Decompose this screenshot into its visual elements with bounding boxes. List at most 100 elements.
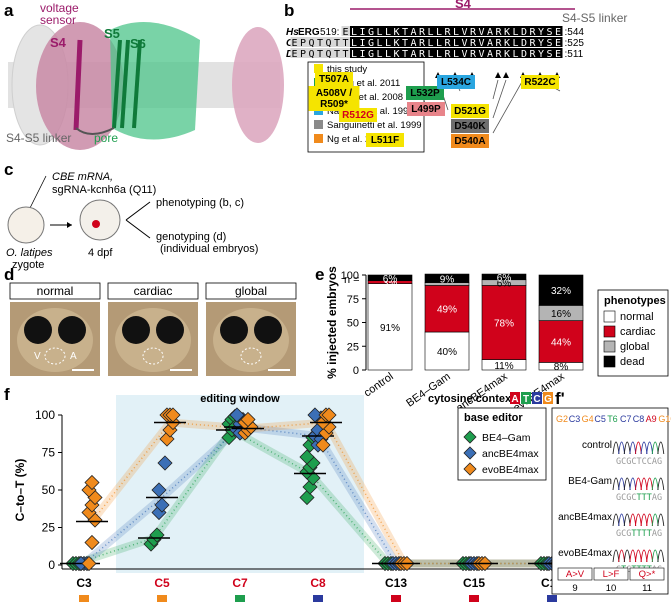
bar-label: 6% — [383, 274, 398, 285]
aa-change-box — [629, 567, 665, 581]
residue: T — [317, 49, 323, 60]
residue: L — [428, 38, 434, 49]
trace-peak — [646, 477, 654, 491]
mutation-label: D540K — [454, 121, 486, 132]
trace-base: T — [647, 529, 652, 539]
voltage-sensor-label: voltage sensor — [40, 1, 82, 27]
s4-helix — [73, 39, 83, 131]
trace-peak — [651, 477, 659, 491]
residue: S — [547, 38, 553, 49]
trace-base: T — [642, 529, 647, 539]
residue-box — [341, 48, 350, 58]
embryo-eye-left — [220, 316, 248, 344]
bar-segment-cardiac — [481, 285, 527, 360]
context-marker — [469, 595, 479, 602]
trace-base: G — [626, 565, 631, 575]
legend-text: normal — [620, 311, 654, 323]
data-point-evoBE4max — [315, 437, 331, 453]
residue: E — [292, 38, 298, 49]
legend-text: evoBE4max — [482, 464, 539, 476]
trace-peak — [657, 549, 665, 563]
linker-label: S4-S5 linker — [6, 131, 71, 145]
trace-peak — [634, 513, 642, 527]
trace-peak — [618, 477, 626, 491]
residue: L — [436, 38, 442, 49]
ventricle-label: V — [34, 351, 41, 362]
data-point-evoBE4max — [240, 411, 256, 428]
trace-base: G — [616, 493, 621, 503]
base-header: C3 — [569, 414, 581, 424]
residue: D — [521, 38, 527, 49]
residue: S — [547, 49, 553, 60]
trace-peak — [629, 441, 637, 455]
bar-label: 78% — [494, 319, 514, 330]
legend-swatch — [314, 134, 323, 143]
conserved-block — [350, 26, 563, 36]
y-tick-label: 100 — [35, 408, 55, 422]
context-marker — [79, 595, 89, 602]
mutation-box — [437, 75, 475, 89]
trace-peak — [640, 513, 648, 527]
residue: R — [445, 38, 452, 49]
trace-base: C — [647, 457, 652, 467]
bar-label: 32% — [551, 286, 571, 297]
end-number: :511 — [565, 49, 584, 60]
legend-swatch — [314, 120, 323, 129]
bar-segment-dead — [538, 274, 584, 306]
channel-illustration: voltage sensor S4 S5 S6 S4-S5 linker por… — [6, 1, 284, 150]
context-letter: A — [511, 394, 518, 405]
base-header: C8 — [633, 414, 645, 424]
trace-base: G — [626, 457, 631, 467]
trace-peak — [623, 441, 631, 455]
trace-base: T — [637, 529, 642, 539]
residue: R — [496, 27, 503, 38]
photo-caption: normal — [37, 284, 74, 298]
n-label: n = — [344, 274, 360, 286]
trace-label: evoBE4max — [558, 548, 612, 559]
trace-peak — [651, 513, 659, 527]
context-marker — [547, 595, 557, 602]
trace-peak — [618, 513, 626, 527]
mutation-box — [406, 86, 444, 100]
residue: R — [470, 49, 477, 60]
residue: D — [521, 49, 527, 60]
bar-segment-cardiac — [424, 285, 470, 333]
trace-peak — [612, 549, 620, 563]
trace-base: G — [626, 493, 631, 503]
linker-segment-label: S4-S5 linker — [562, 11, 627, 25]
x-tick-label: C5 — [154, 576, 170, 590]
residue: L — [351, 27, 357, 38]
trace-peak — [612, 441, 620, 455]
trace-peak — [623, 513, 631, 527]
residue-box — [299, 48, 308, 58]
residue: T — [334, 49, 340, 60]
dpf-label: 4 dpf — [88, 247, 113, 259]
residue: Y — [538, 38, 544, 49]
residue: R — [496, 38, 503, 49]
site-connector — [492, 79, 507, 119]
y-axis-label: C–to–T (%) — [13, 459, 27, 522]
x-tick-label: C7 — [232, 576, 248, 590]
trace-peak — [657, 441, 665, 455]
legend-swatch — [314, 64, 323, 73]
trace-base: C — [621, 457, 626, 467]
panel-label-e: e — [315, 265, 324, 284]
conserved-block — [350, 37, 563, 47]
x-tick-label: C13 — [385, 576, 407, 590]
mutation-label: A508V / — [316, 88, 352, 99]
residue: Q — [326, 49, 332, 60]
residue: L — [377, 27, 383, 38]
aa-change: L>F — [603, 569, 620, 580]
legend-text: Hassel et al. 2008 — [327, 92, 403, 103]
context-marker — [313, 595, 323, 602]
trace-base: T — [637, 493, 642, 503]
y-tick-label: 25 — [42, 521, 56, 535]
residue: V — [479, 27, 485, 38]
panel-label-c: c — [4, 160, 13, 179]
residue: G — [368, 38, 374, 49]
trace-label: ancBE4max — [558, 512, 612, 523]
legend-text: Zhang et al. 2011 — [327, 78, 400, 89]
residue: I — [360, 27, 366, 38]
